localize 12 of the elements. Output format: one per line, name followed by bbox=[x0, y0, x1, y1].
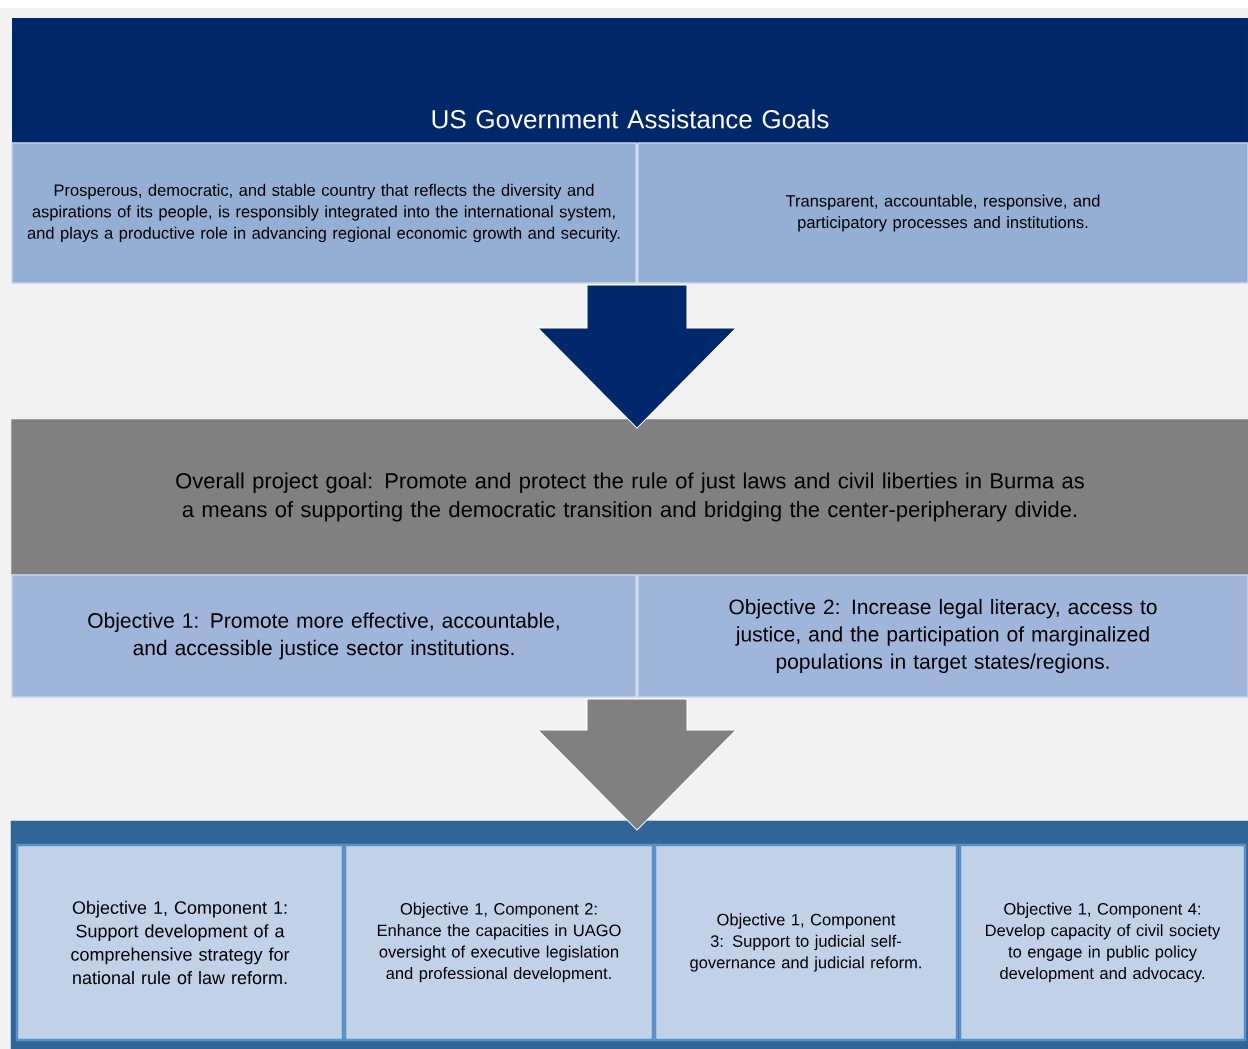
text-box: Objective 1: Promote more effective, accountable, and accessible justice sector institutions. bbox=[11, 574, 637, 698]
text-box: Prosperous, democratic, and stable country that reflects the diversity and aspirations of its people, is responsibly integrated into the international system, and plays a productive role in advancing regional economic growth and security. bbox=[11, 142, 637, 284]
text-box: Objective 1, Component 4: Develop capacity of civil society to engage in public policy development and advocacy. bbox=[958, 843, 1247, 1042]
text-box: Objective 1, Component 1: Support development of a comprehensive strategy for national rule of law reform. bbox=[15, 843, 345, 1042]
text-box: Objective 1, Component 3: Support to judicial self-governance and judicial reform. bbox=[653, 843, 959, 1042]
goal-band: Overall project goal: Promote and protect the rule of just laws and civil liberties in Burma as a means of supporting the democratic transition and bridging the center-peripherary divide. bbox=[11, 419, 1248, 575]
text-box: Objective 1, Component 2: Enhance the capacities in UAGO oversight of executive legislation and professional development. bbox=[343, 843, 655, 1042]
text-box: Objective 2: Increase legal literacy, access to justice, and the participation of marginalized populations in target states/regions. bbox=[637, 574, 1248, 698]
title-band: US Government Assistance Goals bbox=[12, 18, 1248, 144]
block-arrow bbox=[537, 698, 737, 831]
text-box: Transparent, accountable, responsive, and participatory processes and institutions. bbox=[637, 142, 1248, 284]
block-arrow bbox=[537, 284, 737, 429]
